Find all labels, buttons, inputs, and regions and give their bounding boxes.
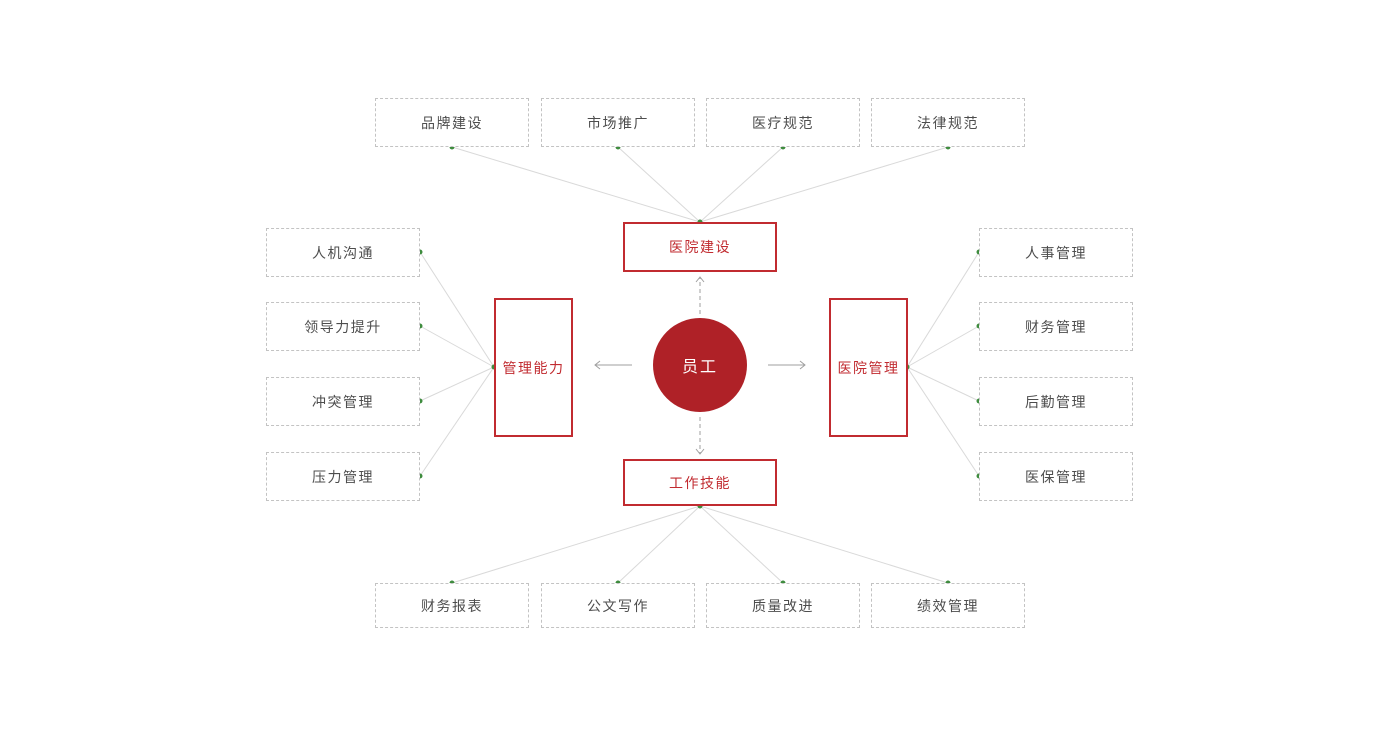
branch-label: 工作技能	[669, 474, 731, 491]
fan-lines-left	[419, 251, 495, 477]
leaf-node-left-1: 人机沟通	[266, 228, 420, 277]
leaf-label: 压力管理	[312, 468, 374, 485]
leaf-label: 市场推广	[587, 114, 649, 131]
leaf-label: 品牌建设	[421, 114, 483, 131]
branch-label: 管理能力	[502, 359, 565, 376]
branch-label: 医院建设	[669, 239, 731, 255]
leaf-label: 公文写作	[587, 597, 649, 614]
leaf-label: 医疗规范	[752, 114, 814, 131]
branch-work-skills: 工作技能	[623, 459, 777, 506]
branch-label: 医院管理	[837, 359, 900, 376]
leaf-node-bottom-2: 公文写作	[541, 583, 695, 628]
leaf-node-bottom-4: 绩效管理	[871, 583, 1025, 628]
leaf-node-left-4: 压力管理	[266, 452, 420, 501]
leaf-node-top-1: 品牌建设	[375, 98, 529, 147]
leaf-node-left-2: 领导力提升	[266, 302, 420, 351]
branch-hospital-management: 医院管理	[829, 298, 908, 437]
center-node-label: 员工	[681, 359, 718, 376]
leaf-label: 冲突管理	[312, 393, 374, 410]
leaf-label: 绩效管理	[917, 597, 979, 614]
center-node-employee: 员工	[653, 318, 747, 412]
branch-management-ability: 管理能力	[494, 298, 573, 437]
leaf-label: 财务管理	[1025, 318, 1087, 335]
leaf-label: 医保管理	[1025, 468, 1087, 485]
leaf-label: 人事管理	[1025, 244, 1087, 261]
leaf-label: 财务报表	[421, 597, 483, 614]
branch-hospital-construction: 医院建设	[623, 222, 777, 272]
leaf-label: 领导力提升	[304, 318, 382, 335]
fan-lines-bottom	[451, 505, 949, 584]
leaf-label: 后勤管理	[1025, 393, 1087, 410]
leaf-node-right-3: 后勤管理	[979, 377, 1133, 426]
leaf-label: 人机沟通	[312, 244, 374, 261]
leaf-label: 质量改进	[752, 597, 814, 614]
leaf-node-top-3: 医疗规范	[706, 98, 860, 147]
leaf-node-left-3: 冲突管理	[266, 377, 420, 426]
leaf-node-bottom-3: 质量改进	[706, 583, 860, 628]
leaf-node-top-4: 法律规范	[871, 98, 1025, 147]
leaf-node-right-4: 医保管理	[979, 452, 1133, 501]
leaf-node-bottom-1: 财务报表	[375, 583, 529, 628]
fan-lines-top	[451, 146, 949, 223]
leaf-node-top-2: 市场推广	[541, 98, 695, 147]
leaf-label: 法律规范	[917, 114, 979, 131]
leaf-node-right-2: 财务管理	[979, 302, 1133, 351]
fan-lines-right	[906, 251, 980, 477]
leaf-node-right-1: 人事管理	[979, 228, 1133, 277]
